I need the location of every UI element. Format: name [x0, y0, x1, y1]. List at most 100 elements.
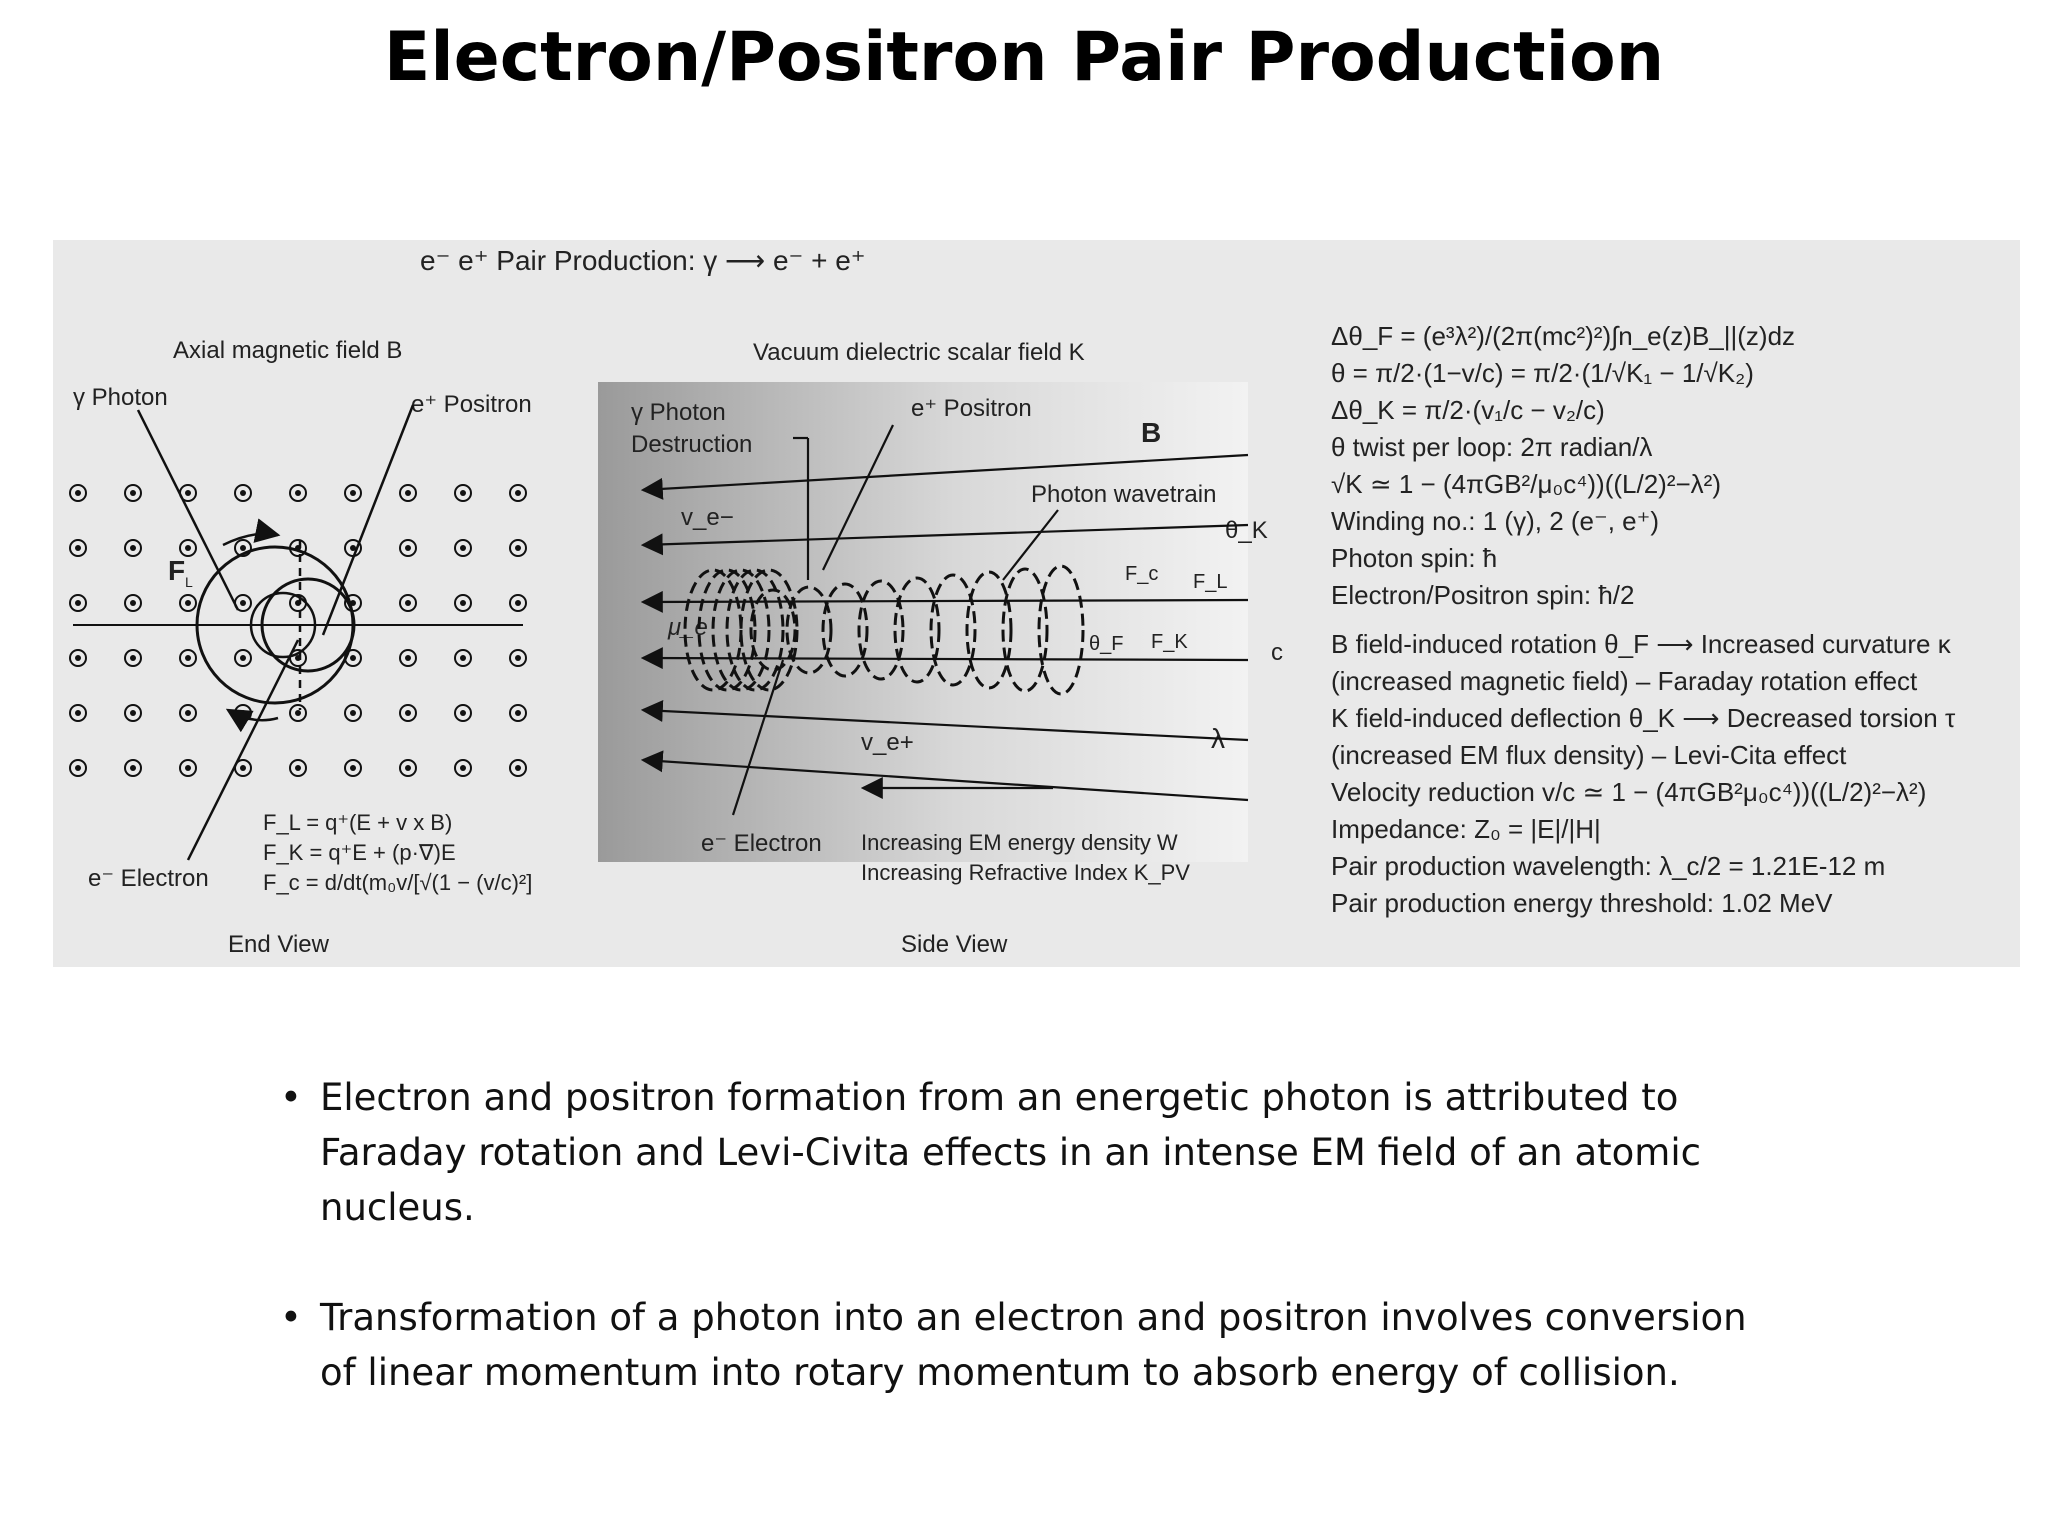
bullet-line: nucleus.: [320, 1186, 475, 1229]
field-dot-center: [405, 655, 411, 661]
pair-production-figure: e⁻ e⁺ Pair Production: γ ⟶ e⁻ + e⁺ Axial…: [53, 240, 2020, 967]
bullet-marker: •: [280, 1296, 302, 1339]
field-dot-center: [460, 600, 466, 606]
field-dot-icon: [454, 484, 472, 502]
field-dot-icon: [344, 704, 362, 722]
field-dot-icon: [234, 484, 252, 502]
field-dot-icon: [234, 649, 252, 667]
positron-line: [321, 404, 415, 636]
helix-loop: [929, 573, 977, 687]
field-dot-icon: [289, 759, 307, 777]
helix-loop: [893, 576, 941, 684]
c-label: c: [1271, 639, 1283, 666]
field-dot-center: [75, 490, 81, 496]
side-positron-label: e⁺ Positron: [911, 395, 1032, 422]
field-dot-icon: [69, 539, 87, 557]
side-electron-label: e⁻ Electron: [701, 830, 822, 857]
helix-loop: [785, 585, 833, 675]
fk-label: F_K: [1151, 631, 1188, 653]
field-dot-center: [75, 765, 81, 771]
field-dot-icon: [179, 594, 197, 612]
side-view-caption: Side View: [901, 931, 1008, 958]
equation-line-11: K field-induced deflection θ_K ⟶ Decreas…: [1331, 703, 1956, 733]
side-view: Vacuum dielectric scalar field K γ Photo…: [598, 339, 1283, 958]
field-dot-center: [295, 490, 301, 496]
field-dot-center: [185, 600, 191, 606]
bullet-line: Faraday rotation and Levi-Civita effects…: [320, 1131, 1701, 1174]
field-dot-center: [240, 765, 246, 771]
field-dot-icon: [399, 539, 417, 557]
helix-loop: [749, 588, 797, 672]
field-dot-icon: [124, 704, 142, 722]
end-view-caption: End View: [228, 931, 330, 958]
bullet-item: • Electron and positron formation from a…: [280, 1070, 1800, 1235]
field-dot-icon: [179, 539, 197, 557]
b-field-label: B: [1141, 417, 1161, 448]
helix-loop: [857, 579, 905, 681]
field-dot-icon: [454, 649, 472, 667]
field-dot-center: [185, 710, 191, 716]
field-dot-center: [515, 765, 521, 771]
field-dot-center: [295, 765, 301, 771]
equation-line-1: Δθ_F = (e³λ²)/(2π(mc²)²)∫n_e(z)B_||(z)dz: [1331, 321, 1795, 351]
equation-line-2: θ = π/2·(1−v/c) = π/2·(1/√K₁ − 1/√K₂): [1331, 358, 1754, 388]
inner-circle-right: [260, 577, 356, 673]
field-dot-icon: [124, 649, 142, 667]
field-dot-icon: [124, 484, 142, 502]
field-dot-center: [130, 490, 136, 496]
ve-minus-label: v_e−: [681, 504, 734, 531]
field-dot-center: [350, 490, 356, 496]
field-dot-icon: [509, 539, 527, 557]
field-dot-center: [515, 545, 521, 551]
field-dot-center: [350, 655, 356, 661]
figure-header: e⁻ e⁺ Pair Production: γ ⟶ e⁻ + e⁺: [420, 245, 866, 276]
helix-loop: [965, 570, 1013, 690]
bullet-item: • Transformation of a photon into an ele…: [280, 1290, 1800, 1400]
end-photon-label: γ Photon: [73, 384, 168, 411]
field-dot-icon: [509, 759, 527, 777]
end-view: Axial magnetic field B γ Photon e⁺ Posit…: [69, 337, 532, 958]
equation-line-6: Winding no.: 1 (γ), 2 (e⁻, e⁺): [1331, 506, 1659, 536]
field-dot-icon: [344, 484, 362, 502]
energy-line-2: Increasing Refractive Index K_PV: [861, 860, 1190, 885]
field-dot-icon: [399, 649, 417, 667]
equation-line-4: θ twist per loop: 2π radian/λ: [1331, 432, 1652, 462]
field-dot-center: [240, 490, 246, 496]
field-dot-icon: [69, 484, 87, 502]
field-dot-center: [295, 710, 301, 716]
field-dot-icon: [124, 539, 142, 557]
field-dot-center: [405, 765, 411, 771]
equation-line-9: B field-induced rotation θ_F ⟶ Increased…: [1331, 629, 1952, 659]
bullet-line: Electron and positron formation from an …: [320, 1076, 1679, 1119]
field-dot-grid: [69, 484, 527, 777]
helix-loop: [711, 568, 771, 692]
field-dot-center: [460, 710, 466, 716]
equation-line-15: Pair production wavelength: λ_c/2 = 1.21…: [1331, 851, 1885, 881]
field-dot-center: [75, 545, 81, 551]
field-dot-center: [405, 710, 411, 716]
field-dot-icon: [124, 594, 142, 612]
rotation-arrow-bottom: [225, 708, 279, 733]
helix-loop: [683, 568, 743, 692]
force-eq-2: F_K = q⁺E + (p·∇)E: [263, 840, 456, 865]
field-dot-center: [515, 600, 521, 606]
field-dot-icon: [179, 759, 197, 777]
field-dot-center: [460, 490, 466, 496]
helix-loop: [1037, 564, 1085, 696]
field-dot-center: [405, 600, 411, 606]
field-dot-icon: [289, 704, 307, 722]
electron-line: [186, 639, 300, 861]
equation-line-16: Pair production energy threshold: 1.02 M…: [1331, 888, 1833, 918]
helix-loop: [725, 568, 785, 692]
field-dot-icon: [399, 594, 417, 612]
field-dot-icon: [454, 759, 472, 777]
bullet-line: of linear momentum into rotary momentum …: [320, 1351, 1680, 1394]
field-dot-icon: [69, 649, 87, 667]
field-dot-icon: [179, 704, 197, 722]
theta-k-label: θ_K: [1225, 517, 1268, 544]
ve-plus-label: v_e+: [861, 729, 914, 756]
field-dot-center: [185, 490, 191, 496]
field-dot-center: [350, 765, 356, 771]
field-dot-center: [460, 545, 466, 551]
field-dot-center: [460, 765, 466, 771]
